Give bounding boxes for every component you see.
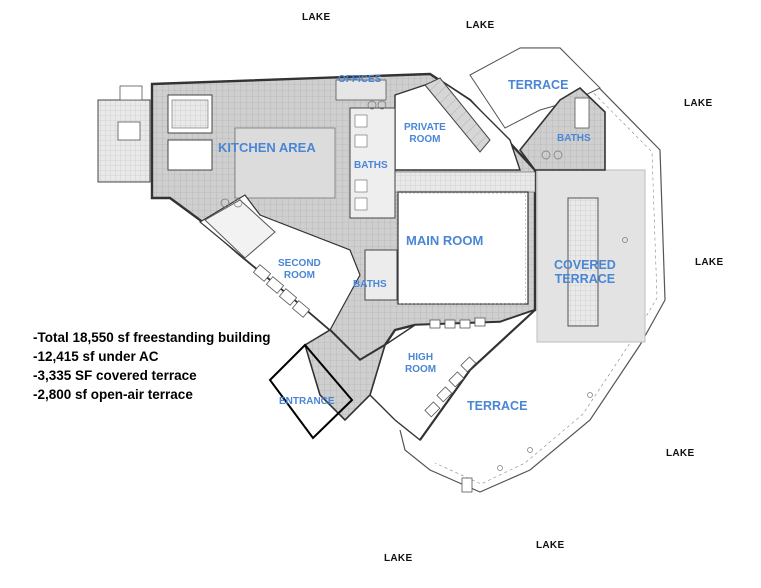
room-label-baths-right: BATHS — [557, 133, 591, 144]
stat-under-ac: -12,415 sf under AC — [33, 349, 159, 364]
room-label-high-room: HIGH ROOM — [405, 352, 437, 375]
room-label-offices: OFFICES — [338, 74, 382, 85]
outer-terrace-outline — [399, 47, 666, 493]
stat-covered-terrace: -3,335 SF covered terrace — [33, 368, 197, 383]
building-stats: -Total 18,550 sf freestanding building -… — [33, 328, 271, 404]
room-label-terrace-bottom: TERRACE — [467, 399, 528, 413]
room-label-entrance: ENTRANCE — [279, 396, 335, 407]
room-label-terrace-top: TERRACE — [508, 78, 569, 92]
lake-label-right-middle: LAKE — [695, 257, 724, 268]
lake-label-top-center: LAKE — [466, 20, 495, 31]
lake-label-bottom-left: LAKE — [384, 553, 413, 564]
lake-label-right-lower: LAKE — [666, 448, 695, 459]
room-label-baths-left: BATHS — [354, 160, 388, 171]
stat-total-area: -Total 18,550 sf freestanding building — [33, 330, 271, 345]
west-annex — [97, 99, 151, 183]
room-label-main-room: MAIN ROOM — [406, 233, 484, 248]
top-terrace — [469, 47, 601, 129]
lake-label-right-upper: LAKE — [684, 98, 713, 109]
room-label-covered-terrace: COVERED TERRACE — [554, 258, 616, 287]
entrance-vestibule — [304, 328, 387, 422]
lake-label-bottom-center: LAKE — [536, 540, 565, 551]
entrance-outline — [268, 343, 354, 440]
room-label-second-room: SECOND ROOM — [278, 258, 321, 281]
lake-label-top-left: LAKE — [302, 12, 331, 23]
room-label-private-room: PRIVATE ROOM — [404, 122, 446, 145]
stat-open-air-terrace: -2,800 sf open-air terrace — [33, 387, 193, 402]
main-room — [397, 191, 529, 305]
room-label-baths-center: BATHS — [353, 279, 387, 290]
room-label-kitchen-area: KITCHEN AREA — [218, 140, 316, 155]
